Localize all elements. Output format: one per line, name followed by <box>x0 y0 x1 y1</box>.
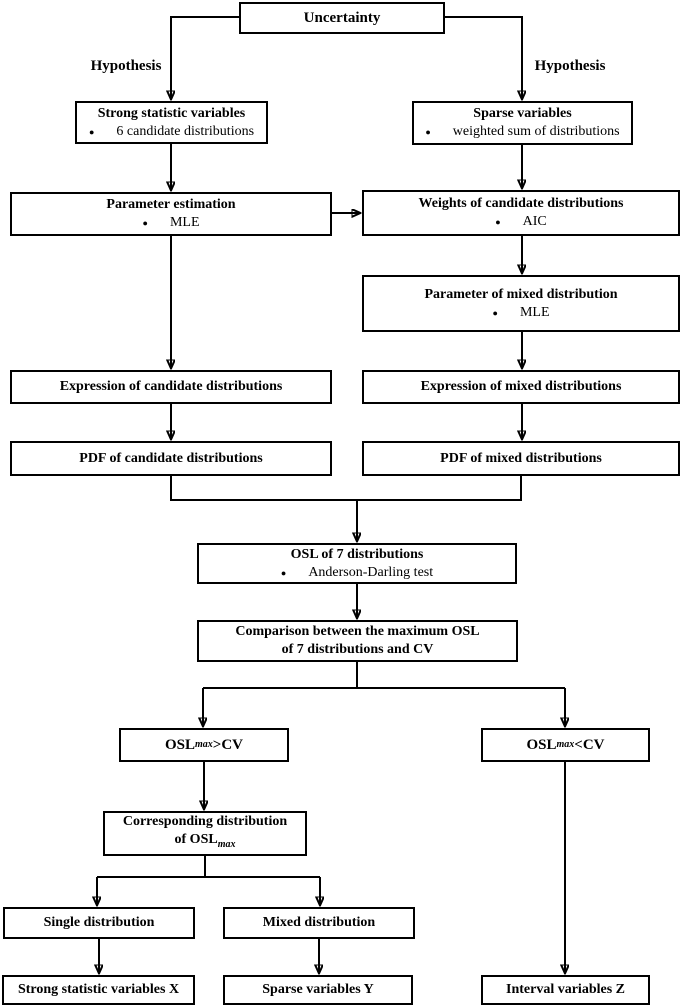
bullet-icon: ● <box>495 217 501 227</box>
formula-pre: OSL <box>526 736 557 753</box>
connector-corresponding-branch <box>97 856 320 878</box>
bullet-text: 6 candidate distributions <box>116 123 255 139</box>
node-title: Expression of candidate distributions <box>59 379 283 394</box>
node-interval-variables-z: Interval variables Z <box>481 975 650 1005</box>
node-comparison-max-osl-cv: Comparison between the maximum OSL of 7 … <box>197 620 518 662</box>
node-corresponding-distribution: Corresponding distribution of OSLmax <box>103 811 307 856</box>
node-expression-of-candidate-distributions: Expression of candidate distributions <box>10 370 332 404</box>
formula-sub: max <box>217 838 236 850</box>
node-strong-statistic-variables: Strong statistic variables ● 6 candidate… <box>75 101 268 144</box>
node-bullet-row: ● Anderson-Darling test <box>281 564 433 582</box>
node-title: Comparison between the maximum OSL of 7 … <box>235 623 479 659</box>
formula-post: >CV <box>212 736 243 753</box>
connector-uncertainty-to-sparse <box>445 16 522 99</box>
bullet-text: MLE <box>519 304 550 320</box>
node-pdf-of-mixed-distributions: PDF of mixed distributions <box>362 441 680 476</box>
hypothesis-right-label: Hypothesis <box>534 58 606 74</box>
node-title: PDF of candidate distributions <box>79 450 263 466</box>
node-title: Uncertainty <box>303 10 381 26</box>
bullet-text: AIC <box>522 214 547 229</box>
bullet-text: MLE <box>169 215 200 230</box>
node-sparse-variables-y: Sparse variables Y <box>223 975 413 1005</box>
connector-comparison-branch <box>203 662 565 689</box>
formula-pre: of OSL <box>174 832 218 848</box>
node-uncertainty: Uncertainty <box>239 2 445 34</box>
bullet-icon: ● <box>425 127 431 137</box>
node-mixed-distribution: Mixed distribution <box>223 907 415 939</box>
bullet-icon: ● <box>492 307 498 318</box>
node-bullet-row: ● MLE <box>143 214 200 232</box>
node-bullet-row: ● MLE <box>493 304 550 322</box>
node-title: Parameter estimation <box>106 197 236 212</box>
comparison-line1: Comparison between the maximum OSL <box>235 624 480 639</box>
connector-uncertainty-to-strong <box>171 16 239 99</box>
node-strong-statistic-variables-x: Strong statistic variables X <box>2 975 195 1005</box>
bullet-icon: ● <box>280 567 287 578</box>
node-title: Expression of mixed distributions <box>420 379 622 394</box>
formula-pre: OSL <box>164 736 195 753</box>
node-title: Corresponding distribution of OSLmax <box>123 813 287 854</box>
node-expression-of-mixed-distributions: Expression of mixed distributions <box>362 370 680 404</box>
node-title: Strong statistic variables X <box>17 982 180 997</box>
node-sparse-variables: Sparse variables ● weighted sum of distr… <box>412 101 633 145</box>
node-bullet-row: ● weighted sum of distributions <box>425 123 619 141</box>
node-osl-of-7-distributions: OSL of 7 distributions ● Anderson-Darlin… <box>197 543 517 584</box>
hypothesis-left-label: Hypothesis <box>90 58 162 74</box>
bullet-icon: ● <box>142 218 148 228</box>
node-parameter-estimation: Parameter estimation ● MLE <box>10 192 332 236</box>
comparison-line2: of 7 distributions and CV <box>281 642 434 657</box>
node-parameter-of-mixed-distribution: Parameter of mixed distribution ● MLE <box>362 275 680 332</box>
node-title: Single distribution <box>43 915 155 930</box>
node-title: Sparse variables <box>473 106 572 121</box>
node-title: PDF of mixed distributions <box>440 450 602 466</box>
node-title: Sparse variables Y <box>262 982 374 997</box>
formula-post: <CV <box>574 736 605 753</box>
node-title: Weights of candidate distributions <box>418 196 624 211</box>
corresponding-line2: of OSLmax <box>123 831 287 854</box>
bullet-icon: ● <box>88 126 95 137</box>
node-pdf-of-candidate-distributions: PDF of candidate distributions <box>10 441 332 476</box>
bullet-text: weighted sum of distributions <box>452 124 620 139</box>
node-weights-of-candidate-distributions: Weights of candidate distributions ● AIC <box>362 190 680 236</box>
node-title: Parameter of mixed distribution <box>424 286 618 302</box>
bullet-text: Anderson-Darling test <box>308 564 434 580</box>
corresponding-line1: Corresponding distribution <box>122 814 288 830</box>
node-bullet-row: ● 6 candidate distributions <box>89 123 254 141</box>
connector-pdf-merge <box>170 476 522 501</box>
node-title: OSL of 7 distributions <box>290 546 424 562</box>
node-single-distribution: Single distribution <box>3 907 195 939</box>
node-bullet-row: ● AIC <box>495 213 547 231</box>
node-title: Interval variables Z <box>506 982 625 997</box>
node-title: Strong statistic variables <box>97 105 246 121</box>
node-title: Mixed distribution <box>262 915 376 930</box>
